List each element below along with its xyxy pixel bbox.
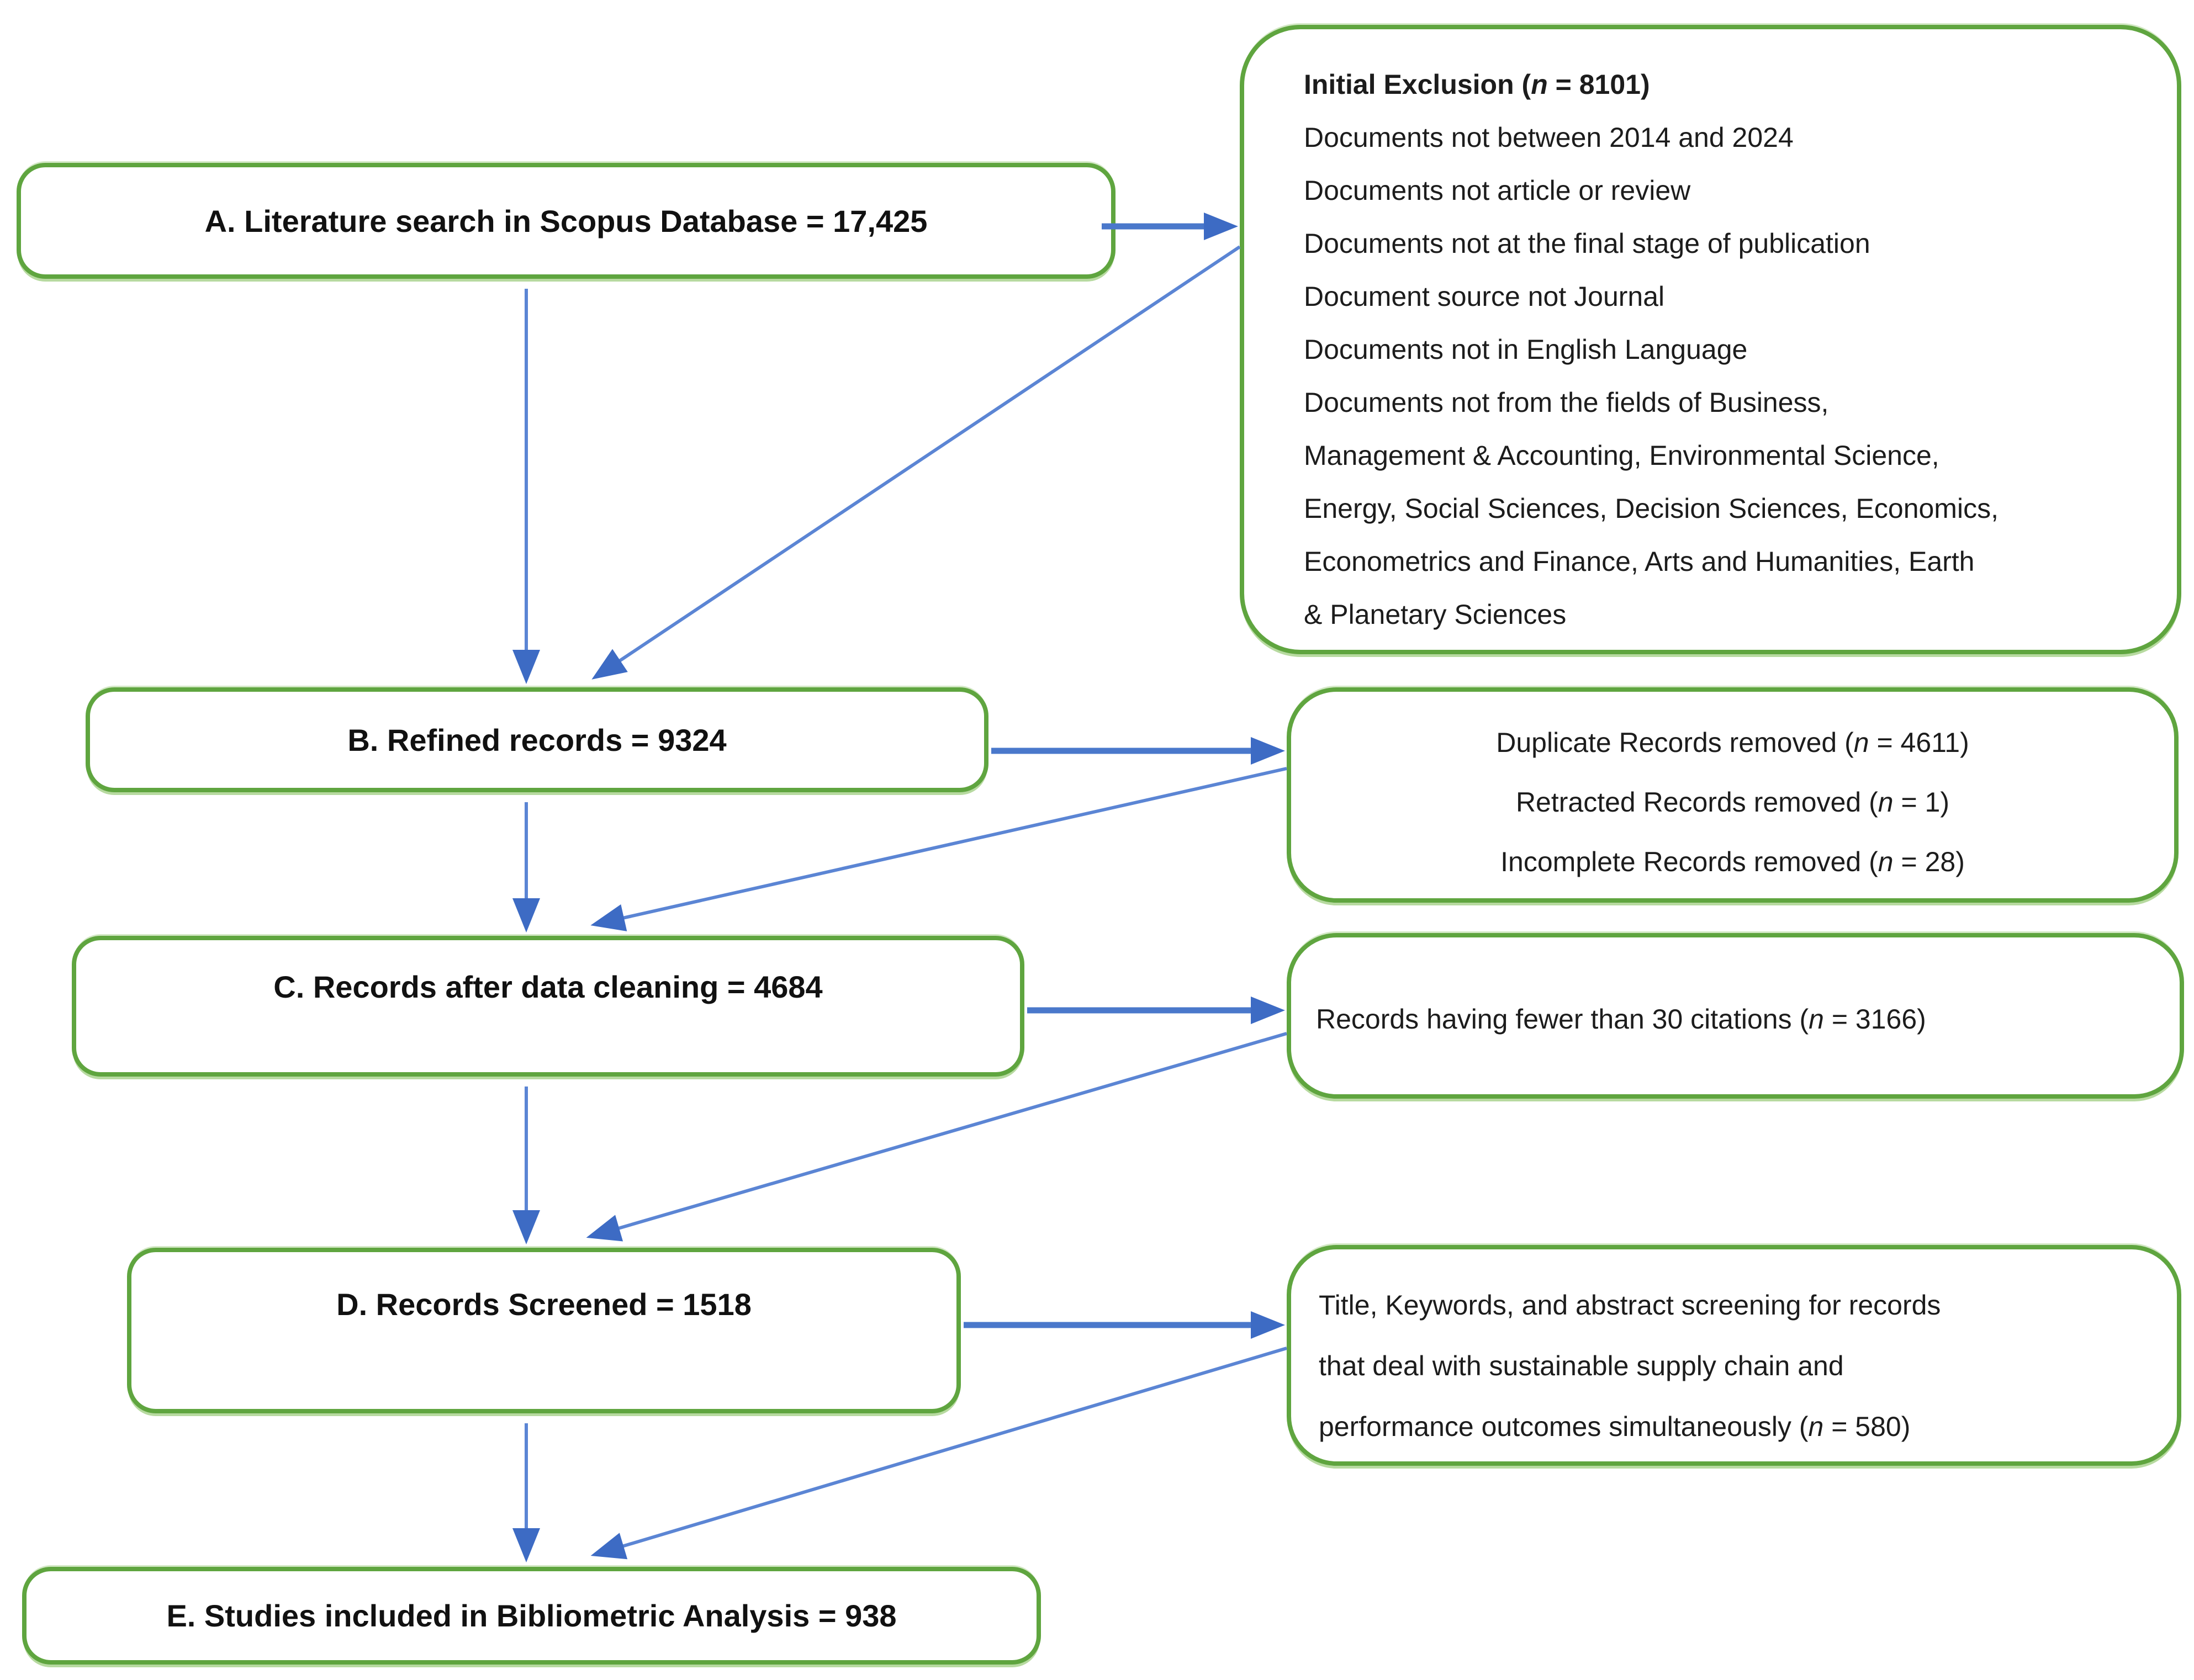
side-box-line: Econometrics and Finance, Arts and Human… — [1304, 546, 1975, 577]
side-box-line: Management & Accounting, Environmental S… — [1304, 440, 1939, 471]
side-box-line: performance outcomes simultaneously (n =… — [1319, 1411, 1911, 1442]
flow-box-d-label: D. Records Screened = 1518 — [336, 1287, 752, 1322]
side-box-line: Documents not at the final stage of publ… — [1304, 228, 1870, 259]
side-box-line: Retracted Records removed (n = 1) — [1515, 787, 1950, 818]
side-box-line: Document source not Journal — [1304, 281, 1665, 312]
flow-box-c: C. Records after data cleaning = 4684 — [72, 936, 1024, 1077]
side-box-line: Documents not article or review — [1304, 175, 1691, 206]
flow-box-a: A. Literature search in Scopus Database … — [17, 163, 1115, 279]
side-box-initial-exclusion: Initial Exclusion (n = 8101) Documents no… — [1240, 25, 2181, 654]
side-box-line: Documents not between 2014 and 2024 — [1304, 122, 1794, 153]
side-box-line: that deal with sustainable supply chain … — [1319, 1350, 1844, 1381]
side-box-line: Initial Exclusion (n = 8101) — [1304, 69, 1650, 100]
side-box-data-cleaning-removals: Duplicate Records removed (n = 4611) Retr… — [1287, 687, 2179, 903]
side-box-citation-filter: Records having fewer than 30 citations (… — [1287, 933, 2184, 1099]
flow-box-e-label: E. Studies included in Bibliometric Anal… — [166, 1598, 897, 1633]
side-box-line: Title, Keywords, and abstract screening … — [1319, 1290, 1941, 1321]
side-box-line: Records having fewer than 30 citations (… — [1316, 1004, 1926, 1035]
flow-box-c-label: C. Records after data cleaning = 4684 — [273, 969, 823, 1004]
flow-box-b: B. Refined records = 9324 — [86, 687, 988, 792]
flow-box-a-label: A. Literature search in Scopus Database … — [204, 203, 928, 239]
flow-box-d: D. Records Screened = 1518 — [127, 1248, 961, 1413]
side-box-screening-criteria: Title, Keywords, and abstract screening … — [1287, 1245, 2181, 1466]
side-box-line: Incomplete Records removed (n = 28) — [1500, 846, 1965, 877]
side-box-line: Energy, Social Sciences, Decision Scienc… — [1304, 493, 1999, 524]
side-box-line: & Planetary Sciences — [1304, 599, 1567, 630]
arrow-initial-exclusion-to-b — [591, 245, 1241, 680]
side-box-line: Documents not in English Language — [1304, 334, 1748, 365]
side-box-line: Documents not from the fields of Busines… — [1304, 387, 1829, 418]
side-box-line: Duplicate Records removed (n = 4611) — [1496, 727, 1969, 758]
flow-box-b-label: B. Refined records = 9324 — [347, 722, 727, 757]
flow-box-e: E. Studies included in Bibliometric Anal… — [22, 1567, 1041, 1665]
